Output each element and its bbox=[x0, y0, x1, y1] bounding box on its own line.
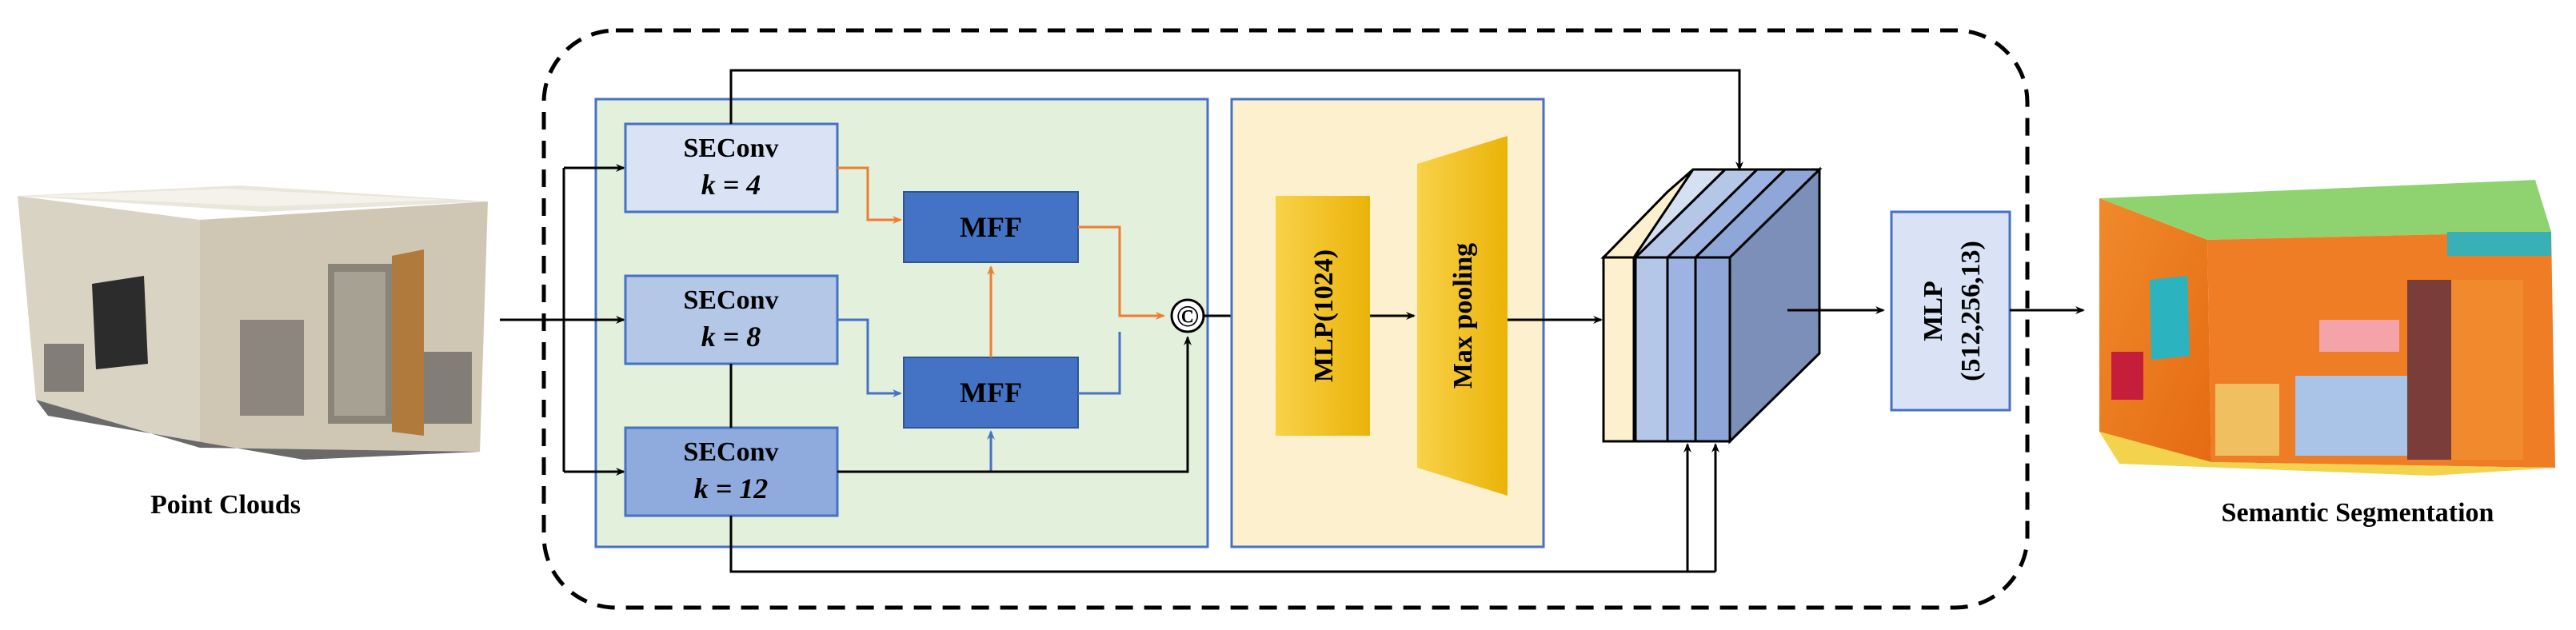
mlp-1024-block: MLP(1024) bbox=[1276, 196, 1370, 436]
blue-arrows bbox=[837, 318, 1121, 472]
seconv-k8-param: k = 8 bbox=[701, 321, 761, 353]
orange-arrows bbox=[837, 166, 1165, 357]
seconv-k4-title: SEConv bbox=[683, 134, 778, 163]
head-mlp-title: MLP bbox=[1919, 281, 1948, 341]
seconv-block-k8: SEConv k = 8 bbox=[624, 274, 839, 365]
input-caption: Point Clouds bbox=[150, 490, 301, 520]
mlp-1024-label: MLP(1024) bbox=[1309, 249, 1339, 382]
seconv-k4-param: k = 4 bbox=[701, 169, 761, 201]
seconv-block-k4: SEConv k = 4 bbox=[624, 122, 839, 213]
mff-bottom-label: MFF bbox=[960, 377, 1022, 409]
feature-stack bbox=[1600, 166, 1823, 445]
network-dashed-frame bbox=[541, 28, 2030, 610]
output-caption: Semantic Segmentation bbox=[2222, 498, 2494, 528]
mff-top-label: MFF bbox=[960, 211, 1022, 243]
fanout-bus bbox=[562, 164, 625, 476]
arrow-k12-to-concat bbox=[837, 336, 1192, 473]
head-mlp-block: MLP (512,256,13) bbox=[1890, 210, 2011, 412]
concat-node: © bbox=[1170, 298, 1205, 333]
mff-block-top: MFF bbox=[903, 191, 1079, 263]
seconv-k12-param: k = 12 bbox=[694, 472, 769, 504]
seconv-k8-title: SEConv bbox=[683, 285, 778, 315]
concat-symbol: © bbox=[1176, 300, 1199, 333]
skip-bottom-a bbox=[729, 443, 1691, 573]
seconv-k12-title: SEConv bbox=[683, 437, 778, 467]
input-point-cloud-image bbox=[18, 185, 488, 460]
max-pooling-block: Max pooling bbox=[1417, 136, 1508, 496]
seconv-block-k12: SEConv k = 12 bbox=[624, 426, 839, 517]
max-pooling-label: Max pooling bbox=[1448, 243, 1478, 389]
head-mlp-dims: (512,256,13) bbox=[1956, 241, 1986, 381]
mff-block-bottom: MFF bbox=[903, 357, 1079, 429]
skip-top bbox=[729, 69, 1743, 171]
output-segmentation-image bbox=[2099, 180, 2555, 476]
